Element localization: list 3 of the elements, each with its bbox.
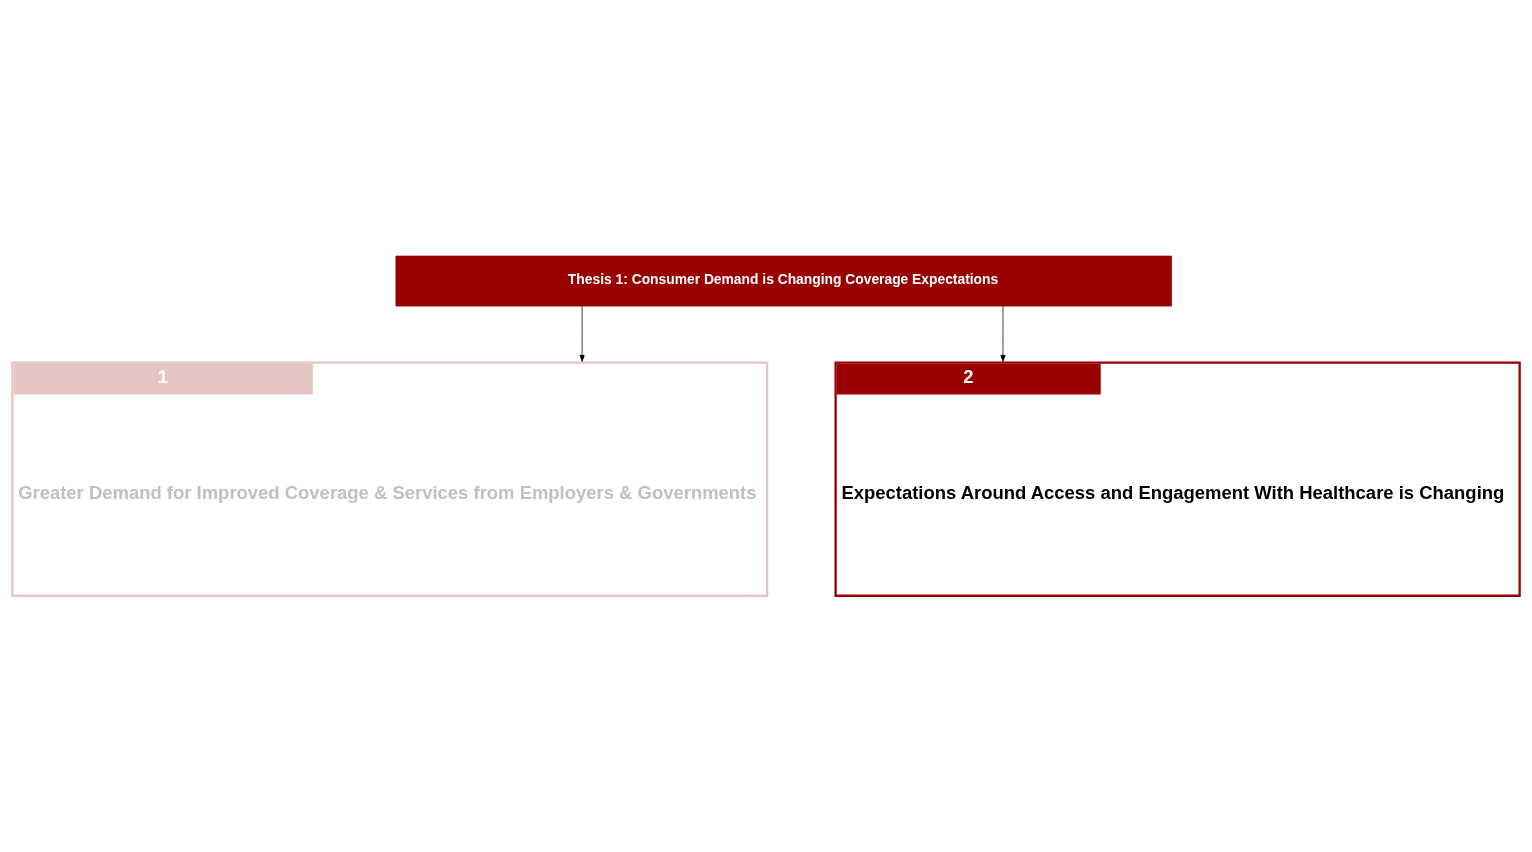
arrow — [1000, 305, 1006, 362]
node-box: Thesis 1: Consumer Demand is Changing Coverage Expectations — [395, 255, 1172, 306]
arrow — [579, 305, 585, 362]
